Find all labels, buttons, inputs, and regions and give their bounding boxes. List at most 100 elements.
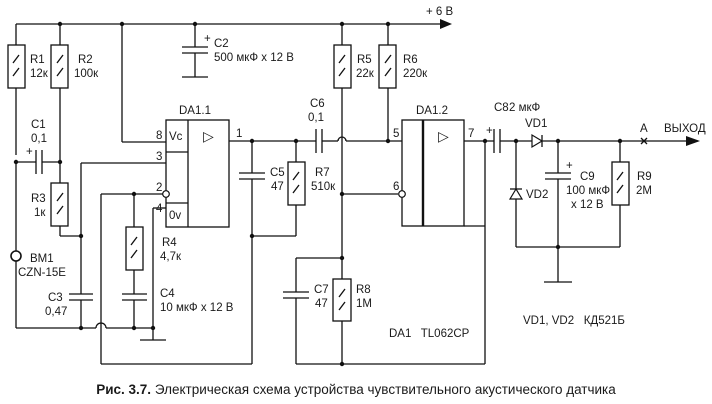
r2-value: 100к — [74, 68, 99, 80]
inverting-input-icon — [398, 190, 406, 198]
c8-ref: C8 — [494, 102, 509, 114]
diode-icon — [508, 187, 524, 200]
diode-vd1 — [531, 133, 698, 149]
da1-2-pin-7: 7 — [468, 128, 474, 140]
r5-value: 22к — [356, 68, 375, 80]
output-stage — [464, 138, 494, 226]
pin2-net — [100, 191, 253, 365]
da1-2-amp-symbol-icon: ▷ — [438, 128, 449, 144]
resistor-r3 — [50, 182, 84, 239]
ground-bus — [95, 322, 166, 341]
resistor-r6 — [378, 24, 397, 141]
r1-ref: R1 — [30, 54, 45, 66]
c8-value: 2 мкФ — [509, 102, 541, 114]
c1-ref: C1 — [31, 119, 46, 131]
resistor-r9 — [611, 141, 630, 247]
microphone-icon — [10, 250, 22, 262]
c1-polarity: + — [26, 146, 33, 158]
resistor-r8 — [332, 278, 352, 322]
output-terminal — [640, 136, 700, 146]
capacitor-c7 — [283, 225, 486, 365]
da1-1-gnd: 0v — [169, 210, 181, 222]
c9-value-line1: 100 мкФ — [566, 185, 610, 197]
c2-ref: C2 — [214, 38, 229, 50]
r2-ref: R2 — [78, 54, 93, 66]
capacitor-c2 — [182, 24, 208, 78]
da1-1-pin-1: 1 — [236, 128, 242, 140]
resistor-r1 — [7, 24, 26, 155]
r6-value: 220к — [403, 68, 428, 80]
caption-text: Электрическая схема устройства чувствите… — [154, 382, 616, 397]
r4-value: 4,7к — [160, 251, 182, 263]
r7-ref: R7 — [315, 167, 330, 179]
diode-icon — [531, 133, 544, 149]
capacitor-c8 — [493, 129, 532, 153]
bm1-ref: BM1 — [30, 253, 54, 265]
da1-2-pin-6: 6 — [393, 181, 399, 193]
r8-value: 1М — [356, 298, 372, 310]
capacitor-c1 — [13, 150, 63, 174]
da1-1-ref: DA1.1 — [179, 105, 211, 117]
opamp-da1-1 — [162, 119, 230, 228]
c9-ref: C9 — [580, 171, 595, 183]
power-arrow-icon — [440, 19, 452, 29]
c3-value: 0,47 — [45, 306, 67, 318]
diodes-part-note: VD1, VD2 КД521Б — [523, 315, 625, 327]
r6-ref: R6 — [403, 54, 418, 66]
da1-2-pin-5: 5 — [393, 128, 399, 140]
da1-1-pin-4: 4 — [156, 203, 163, 215]
capacitor-c9 — [545, 141, 571, 247]
r4-ref: R4 — [162, 237, 177, 249]
power-label: + 6 В — [426, 6, 454, 18]
da1-1-pin-8: 8 — [156, 130, 162, 142]
inverting-input-icon — [162, 190, 170, 198]
r9-ref: R9 — [637, 171, 652, 183]
r9-value: 2М — [636, 185, 652, 197]
c3-ref: C3 — [48, 292, 63, 304]
resistor-r2 — [50, 24, 69, 183]
c6-ref: C6 — [310, 98, 325, 110]
c4-ref: C4 — [160, 288, 175, 300]
r8-ref: R8 — [356, 284, 371, 296]
capacitor-c4 — [122, 293, 147, 328]
r5-ref: R5 — [357, 54, 372, 66]
c7-value: 47 — [315, 298, 328, 310]
c1-value: 0,1 — [31, 133, 47, 145]
opamp-da1-2 — [398, 119, 465, 227]
da1-part-note: DA1 TL062CP — [389, 328, 470, 340]
output-point-label: A — [640, 123, 648, 135]
c4-value: 10 мкФ х 12 В — [160, 302, 234, 314]
da1-1-amp-symbol-icon: ▷ — [203, 128, 214, 144]
da1-2-ref: DA1.2 — [416, 105, 448, 117]
da1-1-pin-2: 2 — [156, 182, 162, 194]
da1-1-vc: Vc — [169, 131, 183, 143]
output-arrow-icon — [686, 136, 700, 146]
c9-value-line2: х 12 В — [571, 199, 604, 211]
figure-caption: Рис. 3.7. Электрическая схема устройства… — [0, 382, 712, 397]
r7-value: 510к — [311, 181, 336, 193]
capacitor-c5 — [239, 141, 296, 239]
pin3-net — [69, 162, 166, 331]
r1-value: 12к — [30, 68, 49, 80]
c8-polarity: + — [486, 125, 493, 137]
c6-value: 0,1 — [308, 112, 324, 124]
da1-1-pin-3: 3 — [156, 151, 162, 163]
vd2-ref: VD2 — [526, 189, 548, 201]
caption-number: Рис. 3.7. — [96, 382, 152, 397]
c7-ref: C7 — [314, 284, 329, 296]
vd1-ref: VD1 — [525, 118, 547, 130]
c5-ref: C5 — [270, 167, 285, 179]
r3-value: 1к — [34, 207, 46, 219]
resistor-r4 — [125, 194, 144, 294]
r3-ref: R3 — [31, 193, 46, 205]
diode-vd2 — [508, 141, 620, 283]
c5-value: 47 — [271, 181, 284, 193]
c2-polarity: + — [204, 33, 211, 45]
c9-polarity: + — [566, 160, 573, 172]
supply-rail — [16, 19, 452, 29]
output-label: ВЫХОД — [664, 123, 706, 135]
c2-value: 500 мкФ х 12 В — [214, 52, 294, 64]
bm1-value: CZN-15E — [18, 267, 66, 279]
resistor-r7 — [287, 141, 306, 236]
